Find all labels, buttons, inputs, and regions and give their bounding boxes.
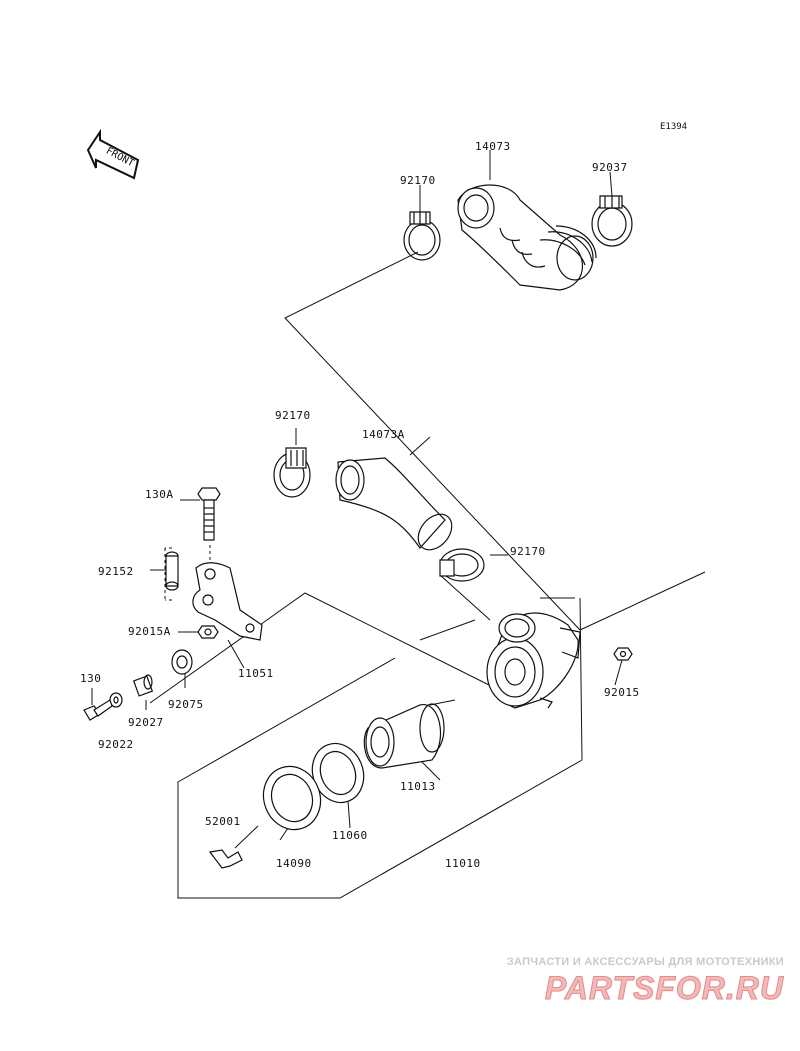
part-label-92170-lower: 92170 xyxy=(510,545,546,558)
part-label-92170-top: 92170 xyxy=(400,174,436,187)
front-arrow-icon: FRONT xyxy=(88,132,138,178)
watermark-logo: PARTSFOR.RU xyxy=(544,970,784,1007)
bolt-130a xyxy=(198,488,220,540)
bolt-130 xyxy=(84,700,112,720)
part-label-92015a: 92015A xyxy=(128,625,171,638)
hose-clamp-top xyxy=(404,212,440,260)
nut-92015 xyxy=(614,648,632,660)
part-label-11013: 11013 xyxy=(400,780,436,793)
part-label-92015: 92015 xyxy=(604,686,640,699)
part-label-52001: 52001 xyxy=(205,815,241,828)
part-label-92037: 92037 xyxy=(592,161,628,174)
elbow-duct xyxy=(336,458,459,556)
part-label-130a: 130A xyxy=(145,488,174,501)
wing-bolt-52001 xyxy=(210,850,242,868)
part-label-11010: 11010 xyxy=(445,857,481,870)
hose-clamp-lower xyxy=(440,549,484,581)
filter-element xyxy=(364,704,444,768)
gasket-11060 xyxy=(304,736,372,809)
intake-duct xyxy=(458,185,596,290)
part-label-92170-middle: 92170 xyxy=(275,409,311,422)
site-watermark: ЗАПЧАСТИ И АКСЕССУАРЫ ДЛЯ МОТОТЕХНИКИ PA… xyxy=(507,956,784,1007)
diagram-id: E1394 xyxy=(660,122,688,132)
air-filter-housing xyxy=(487,613,580,708)
nut-92015a xyxy=(198,626,218,638)
part-label-130: 130 xyxy=(80,672,102,685)
part-label-14073a: 14073A xyxy=(362,428,405,441)
mounting-bracket xyxy=(193,563,262,640)
part-label-92075: 92075 xyxy=(168,698,204,711)
hose-clamp-middle xyxy=(274,448,310,497)
part-label-92152: 92152 xyxy=(98,565,134,578)
part-label-14073: 14073 xyxy=(475,140,511,153)
cover-14090 xyxy=(255,758,330,837)
part-label-11051: 11051 xyxy=(238,667,274,680)
hose-clamp-right xyxy=(592,196,632,246)
part-label-11060: 11060 xyxy=(332,829,368,842)
collar-92027 xyxy=(134,675,153,696)
watermark-tagline: ЗАПЧАСТИ И АКСЕССУАРЫ ДЛЯ МОТОТЕХНИКИ xyxy=(506,956,784,968)
grommet-92075 xyxy=(172,650,192,674)
part-label-92022: 92022 xyxy=(98,738,134,751)
part-label-92027: 92027 xyxy=(128,716,164,729)
part-label-14090: 14090 xyxy=(276,857,312,870)
spacer-92152 xyxy=(166,552,178,590)
